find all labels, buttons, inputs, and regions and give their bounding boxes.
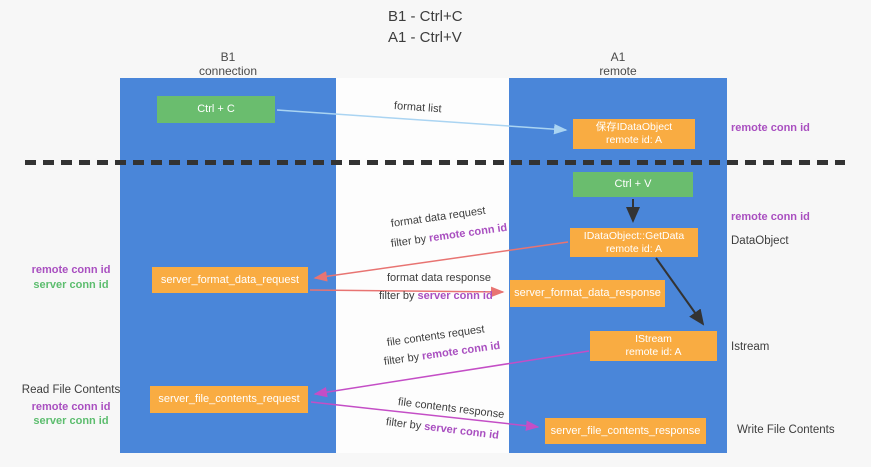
lane-header-b1: B1 connection: [120, 50, 336, 78]
left-server-conn-id-mid: server conn id: [33, 279, 109, 291]
node-server-file-contents-request: server_file_contents_request: [150, 386, 308, 413]
server-conn-id-text: server conn id: [417, 290, 493, 302]
lane-header-a1: A1 remote: [509, 50, 727, 78]
node-file-request-label: server_file_contents_request: [158, 393, 300, 405]
title-line-1: B1 - Ctrl+C: [388, 8, 463, 25]
node-ctrl-c-label: Ctrl + C: [197, 103, 235, 115]
right-istream-label: Istream: [731, 341, 770, 353]
node-ctrl-v-label: Ctrl + V: [614, 178, 652, 190]
left-read-file-contents-label: Read File Contents: [21, 384, 121, 396]
right-remote-conn-id-top: remote conn id: [731, 122, 810, 134]
filter-by-text: filter by: [379, 290, 415, 302]
node-server-format-data-request: server_format_data_request: [152, 267, 308, 293]
node-file-response-label: server_file_contents_response: [550, 424, 701, 437]
lane-gap: [336, 78, 509, 453]
node-getdata-line1: IDataObject::GetData: [583, 229, 685, 242]
lane-a1-name: A1: [610, 50, 626, 64]
phase-separator-dashed-line: [25, 160, 845, 165]
node-server-format-data-response: server_format_data_response: [510, 280, 665, 307]
lane-a1-role: remote: [599, 64, 637, 78]
node-istream: IStream remote id: A: [590, 331, 717, 361]
node-ctrl-c: Ctrl + C: [157, 96, 275, 123]
left-remote-conn-id-mid: remote conn id: [31, 264, 111, 276]
lane-b1-name: B1: [220, 50, 236, 64]
node-format-request-label: server_format_data_request: [160, 273, 300, 286]
node-save-idataobject-line2: remote id: A: [605, 134, 663, 146]
node-save-idataobject-line1: 保存IDataObject: [595, 121, 673, 133]
lane-b1-role: connection: [198, 64, 258, 78]
node-getdata-line2: remote id: A: [605, 242, 663, 255]
title-line-2: A1 - Ctrl+V: [388, 29, 462, 46]
left-remote-conn-id-bottom: remote conn id: [31, 401, 111, 413]
node-save-idataobject: 保存IDataObject remote id: A: [573, 119, 695, 149]
node-idataobject-getdata: IDataObject::GetData remote id: A: [570, 228, 698, 257]
diagram-title: B1 - Ctrl+C A1 - Ctrl+V: [388, 6, 463, 48]
node-istream-line1: IStream: [635, 333, 672, 345]
node-server-file-contents-response: server_file_contents_response: [545, 418, 706, 444]
label-format-data-response: format data response: [387, 272, 491, 284]
right-dataobject-label: DataObject: [731, 235, 789, 247]
node-istream-line2: remote id: A: [625, 346, 682, 358]
left-server-conn-id-bottom: server conn id: [33, 415, 109, 427]
right-write-file-contents-label: Write File Contents: [737, 424, 835, 436]
right-remote-conn-id-mid: remote conn id: [731, 211, 810, 223]
node-ctrl-v: Ctrl + V: [573, 172, 693, 197]
node-format-response-label: server_format_data_response: [514, 287, 661, 299]
